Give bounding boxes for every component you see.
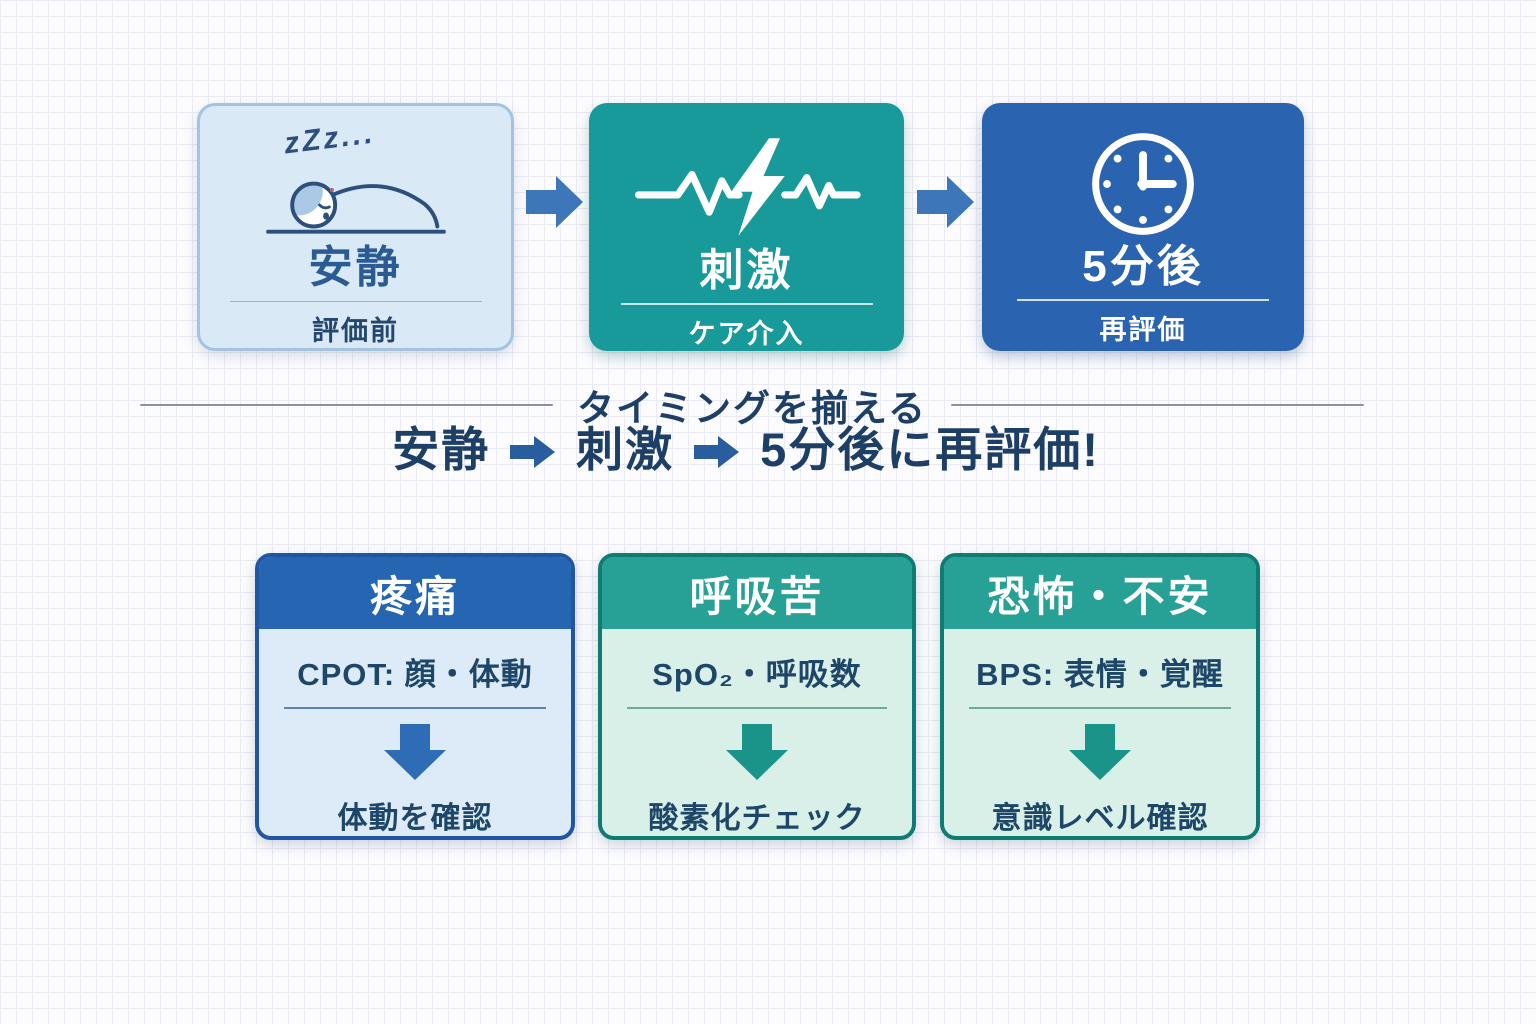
timing-heading-label: タイミングを揃える	[577, 388, 927, 429]
assessment-breathing-action: 酸素化チェック	[648, 802, 866, 835]
arrow-right-icon	[526, 176, 583, 228]
assessment-pain-action: 体動を確認	[337, 802, 493, 835]
assessment-pain-card: 疼痛 CPOT: 顔・体動 体動を確認	[255, 553, 575, 840]
step-subtitle-rest: 評価前	[312, 316, 399, 346]
flow-step-rest-card: zZz... 安静 評価前	[197, 103, 514, 351]
arrow-down-icon	[384, 724, 446, 780]
step-subtitle-stimulation: ケア介入	[688, 319, 805, 349]
assessment-anxiety-measure: BPS: 表情・覚醒	[976, 657, 1224, 692]
assessment-breathing-title: 呼吸苦	[602, 557, 912, 629]
assessment-anxiety-title: 恐怖・不安	[944, 557, 1256, 629]
flow-step-stimulation-card: 刺激 ケア介入	[589, 103, 904, 351]
step-title-rest: 安静	[308, 243, 403, 293]
arrow-right-icon	[917, 176, 974, 228]
divider	[229, 300, 482, 302]
sequence-step-stimulation: 刺激	[576, 423, 675, 476]
divider-line-left	[140, 404, 554, 406]
timing-sequence: 安静 刺激 5分後に再評価!	[0, 424, 1492, 476]
assessment-pain-body: CPOT: 顔・体動 体動を確認	[259, 629, 571, 836]
timing-heading: タイミングを揃える	[140, 378, 1365, 432]
step-title-5min: 5分後	[1082, 242, 1204, 291]
assessment-anxiety-body: BPS: 表情・覚醒 意識レベル確認	[944, 629, 1256, 836]
sequence-step-rest: 安静	[392, 423, 491, 476]
clock-icon	[1092, 133, 1194, 235]
divider	[620, 303, 873, 305]
divider	[283, 707, 547, 709]
divider	[626, 707, 888, 709]
assessment-anxiety-card: 恐怖・不安 BPS: 表情・覚醒 意識レベル確認	[940, 553, 1260, 840]
sequence-step-reevaluate: 5分後に再評価!	[760, 423, 1100, 476]
divider	[1017, 299, 1269, 302]
assessment-breathing-card: 呼吸苦 SpO₂・呼吸数 酸素化チェック	[598, 553, 916, 840]
flow-step-reevaluate-card: 5分後 再評価	[982, 103, 1304, 351]
assessment-breathing-body: SpO₂・呼吸数 酸素化チェック	[602, 629, 912, 836]
arrow-down-icon	[726, 724, 788, 780]
assessment-pain-title: 疼痛	[259, 557, 571, 629]
assessment-anxiety-action: 意識レベル確認	[991, 802, 1209, 835]
arrow-right-icon	[694, 436, 740, 469]
assessment-pain-measure: CPOT: 顔・体動	[297, 657, 533, 692]
zzz-label: zZz...	[282, 116, 377, 161]
divider	[968, 707, 1232, 709]
step-title-stimulation: 刺激	[699, 245, 794, 295]
assessment-breathing-measure: SpO₂・呼吸数	[652, 657, 862, 692]
sleeping-person-icon	[265, 181, 446, 234]
ecg-lightning-icon	[634, 138, 861, 236]
arrow-right-icon	[510, 436, 556, 469]
divider-line-right	[950, 404, 1365, 406]
step-subtitle-5min: 再評価	[1099, 315, 1187, 346]
arrow-down-icon	[1069, 724, 1131, 780]
